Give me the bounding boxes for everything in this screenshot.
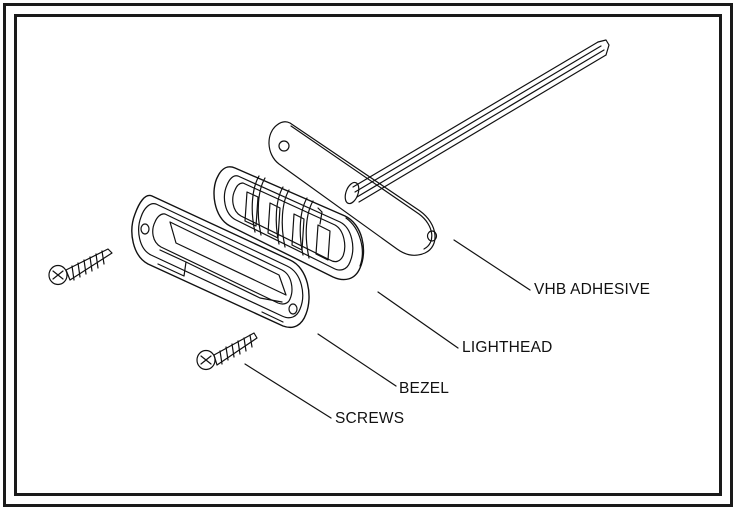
leader-screws [244, 363, 332, 419]
leader-bezel [317, 333, 397, 387]
bezel [131, 194, 310, 329]
screw-top [48, 248, 113, 286]
screw-bottom [196, 332, 258, 371]
inner-border [14, 14, 722, 496]
lighthead-label: LIGHTHEAD [462, 339, 553, 356]
lighthead-wires [352, 39, 610, 203]
leader-vhb [453, 239, 531, 291]
outer-border [3, 3, 733, 507]
bezel-label: BEZEL [399, 380, 450, 397]
vhb-adhesive-label: VHB ADHESIVE [534, 281, 651, 298]
leader-lines [244, 239, 531, 419]
screws-label: SCREWS [335, 410, 405, 427]
vhb-adhesive-pad [268, 121, 438, 256]
leader-lighthead [377, 291, 459, 349]
lighthead [213, 166, 365, 281]
